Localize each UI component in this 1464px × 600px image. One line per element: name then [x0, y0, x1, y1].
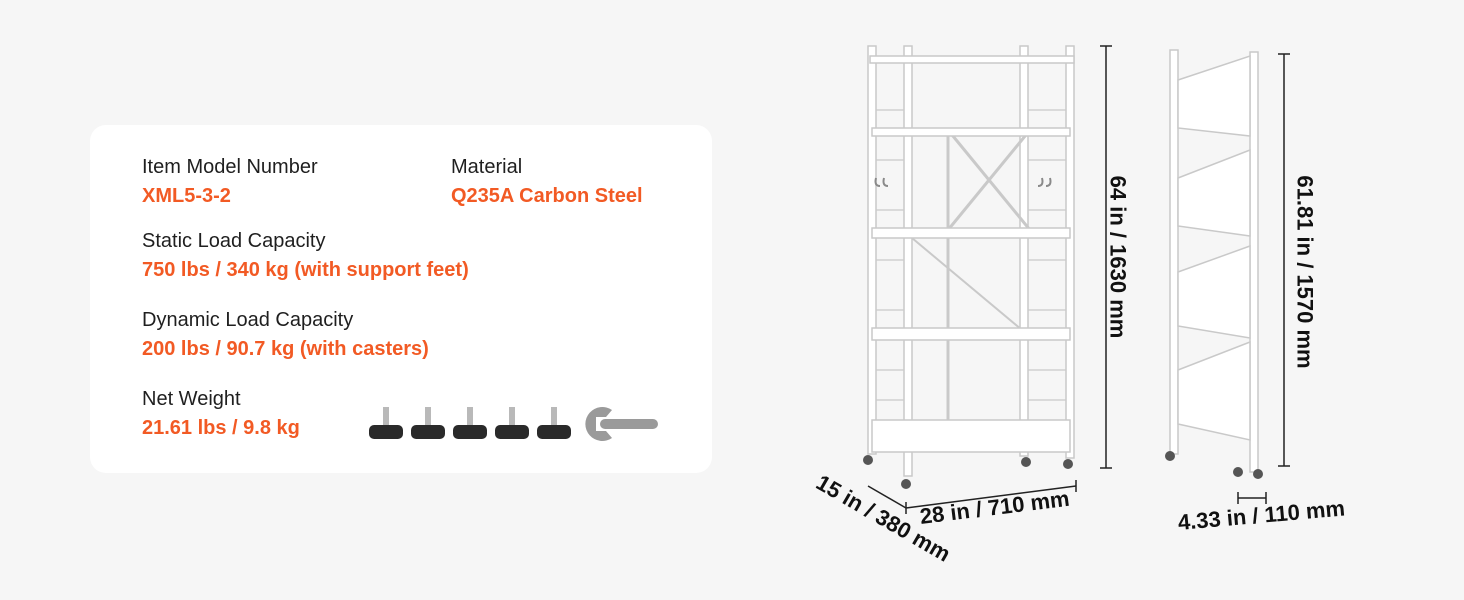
folded-shelf — [1177, 54, 1251, 137]
spec-static-load-label: Static Load Capacity — [142, 230, 326, 252]
spec-card: Item Model Number XML5-3-2 Material Q235… — [90, 125, 712, 473]
spec-net-weight-value: 21.61 lbs / 9.8 kg — [142, 417, 300, 439]
folded-shelf — [1177, 340, 1251, 441]
shelf — [871, 227, 1071, 239]
caster-icon — [1165, 451, 1263, 479]
spec-dynamic-load: Dynamic Load Capacity 200 lbs / 90.7 kg … — [142, 308, 429, 361]
wrench-icon — [585, 407, 658, 441]
shelf — [871, 419, 1071, 453]
support-foot-icon — [411, 407, 445, 439]
shelf — [871, 327, 1071, 341]
shelving-unit-folded — [1165, 49, 1263, 479]
shelf — [871, 127, 1071, 137]
support-foot-icon — [369, 407, 403, 439]
spec-material-label: Material — [451, 156, 523, 178]
dimension-height-label: 64 in / 1630 mm — [1105, 175, 1131, 339]
accessories-illustration — [369, 407, 658, 441]
support-foot-icon — [453, 407, 487, 439]
caster-icon — [863, 455, 1073, 489]
spec-net-weight-label: Net Weight — [142, 388, 241, 410]
support-foot-icon — [495, 407, 529, 439]
dimension-lines — [867, 45, 1290, 514]
spec-material-value: Q235A Carbon Steel — [451, 185, 643, 207]
spec-dynamic-load-label: Dynamic Load Capacity — [142, 309, 354, 331]
dimension-folded-height-label: 61.81 in / 1570 mm — [1292, 175, 1318, 369]
hook-icon — [874, 177, 1052, 187]
spec-model-value: XML5-3-2 — [142, 185, 231, 207]
spec-model-label: Item Model Number — [142, 156, 318, 178]
folded-shelf — [1177, 244, 1251, 339]
spec-static-load-value: 750 lbs / 340 kg (with support feet) — [142, 259, 469, 281]
shelving-unit-assembled — [863, 45, 1075, 489]
spec-static-load: Static Load Capacity 750 lbs / 340 kg (w… — [142, 229, 469, 282]
spec-model: Item Model Number XML5-3-2 — [142, 155, 318, 208]
spec-net-weight: Net Weight 21.61 lbs / 9.8 kg — [142, 387, 300, 440]
spec-material: Material Q235A Carbon Steel — [451, 155, 643, 208]
spec-dynamic-load-value: 200 lbs / 90.7 kg (with casters) — [142, 338, 429, 360]
folded-shelf — [1177, 148, 1251, 237]
support-foot-icon — [537, 407, 571, 439]
